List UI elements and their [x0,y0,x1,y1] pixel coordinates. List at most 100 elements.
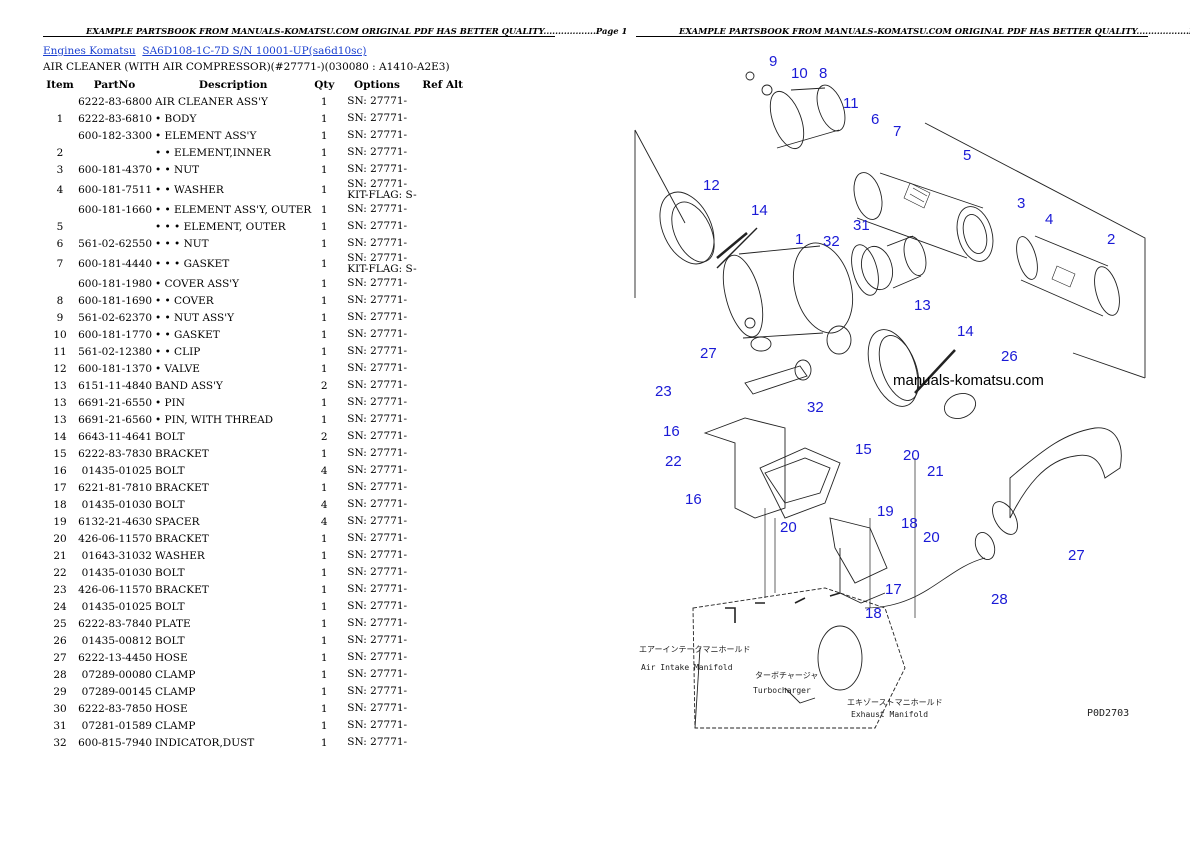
cell-item: 1 [56,112,64,125]
cell-item: 13 [53,396,67,409]
cell-item: 13 [53,413,67,426]
callout-22: 20 [923,529,940,546]
cell-refalt [417,615,469,632]
cell-item: 4 [56,183,64,196]
cell-item: 31 [53,719,67,732]
cell-qty: 1 [320,736,328,749]
cell-options: SN: 27771- [337,93,416,110]
engine-labels: エアーインテークマニホールド Air Intake Manifold ターボチャ… [639,645,1129,719]
options-sn: SN: 27771- [347,600,408,612]
cell-item: 7 [56,257,64,270]
cell-partno: 600-181-1980 [78,277,152,290]
cell-options: SN: 27771- [337,615,416,632]
breadcrumb-link-engines[interactable]: Engines Komatsu [43,45,136,57]
cell-options: SN: 27771- [337,564,416,581]
options-sn: SN: 27771- [347,532,408,544]
cell-item: 5 [56,220,64,233]
callout-7: 7 [893,123,901,140]
cell-options: SN: 27771- [337,127,416,144]
cell-refalt [417,598,469,615]
options-sn: SN: 27771- [347,237,408,249]
cell-options: SN: 27771- [337,201,416,218]
cell-qty: 1 [320,481,328,494]
cell-options: SN: 27771- [337,462,416,479]
hose-27-drawing [943,393,1122,560]
label-intake-en: Air Intake Manifold [641,663,733,672]
breadcrumb: Engines Komatsu SA6D108-1C-7D S/N 10001-… [43,45,367,57]
callout-30: 31 [853,217,870,234]
cell-qty: 1 [320,237,328,250]
cell-description: CLAMP [155,668,196,681]
cell-options: SN: 27771- [337,717,416,734]
cell-partno: 01643-31032 [81,549,152,562]
cell-refalt [417,326,469,343]
callout-23: 20 [903,447,920,464]
cell-partno: 6222-83-7850 [78,702,152,715]
callout-15: 15 [855,441,872,458]
cell-description: PLATE [155,617,191,630]
cell-refalt [417,632,469,649]
cell-refalt [417,683,469,700]
cell-options: SN: 27771- [337,547,416,564]
cell-qty: 4 [320,515,328,528]
options-sn: SN: 27771- [347,177,408,190]
cell-refalt [417,377,469,394]
cell-description: BOLT [155,464,185,477]
callout-31: 32 [823,233,840,250]
page2-header-rule [636,36,1148,37]
options-sn: SN: 27771- [347,685,408,697]
cell-options: SN: 27771- [337,530,416,547]
hose-30-drawing [851,235,927,296]
options-sn: SN: 27771- [347,447,408,459]
page-title: AIR CLEANER (WITH AIR COMPRESSOR)(#27771… [43,61,450,73]
cell-qty: 1 [320,311,328,324]
cell-refalt [417,649,469,666]
callout-10: 10 [791,65,808,82]
cell-qty: 1 [320,447,328,460]
callout-28: 28 [991,591,1008,608]
outer-element-drawing [853,172,994,262]
cell-item: 28 [53,668,67,681]
cell-qty: 1 [320,277,328,290]
cell-item: 6 [56,237,64,250]
column-header-item: Item [46,79,74,91]
cell-partno: 6691-21-6550 [78,396,152,409]
cell-partno: 01435-01030 [81,566,152,579]
cell-refalt [417,581,469,598]
column-header-partno: PartNo [93,79,136,91]
cell-item: 8 [56,294,64,307]
cell-description: • • COVER [155,294,214,307]
cell-partno: 6222-83-7840 [78,617,152,630]
cell-qty: 1 [320,345,328,358]
cell-description: BOLT [155,498,185,511]
cell-options: SN: 27771- [337,235,416,252]
cell-description: BOLT [155,600,185,613]
cell-qty: 1 [320,600,328,613]
cell-refalt [417,161,469,178]
cell-description: INDICATOR,DUST [155,736,255,749]
cell-item: 32 [53,736,67,749]
callout-11: 11 [843,95,859,112]
cell-refalt [417,462,469,479]
cell-description: WASHER [155,549,205,562]
cell-description: • • GASKET [155,328,220,341]
breadcrumb-link-model[interactable]: SA6D108-1C-7D S/N 10001-UP(sa6d10sc) [142,45,367,57]
cell-qty: 1 [320,413,328,426]
options-sn: SN: 27771- [347,112,408,124]
cell-options: SN: 27771- [337,161,416,178]
cell-item: 17 [53,481,67,494]
cell-description: SPACER [155,515,200,528]
cell-item: 22 [53,566,67,579]
cell-refalt [417,564,469,581]
cell-refalt [417,218,469,235]
